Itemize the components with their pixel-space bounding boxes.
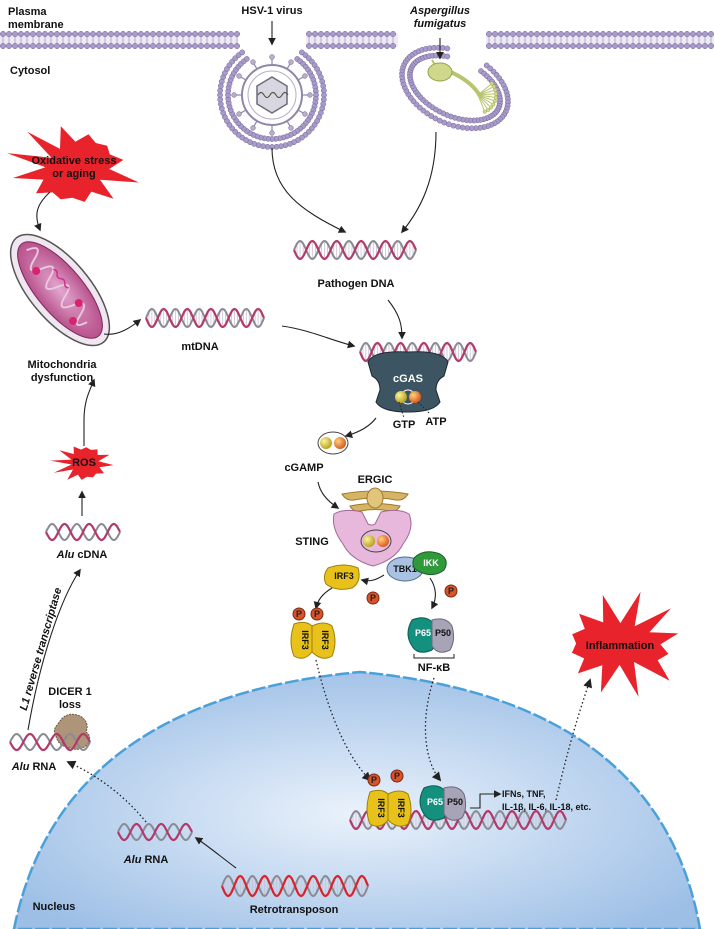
mtdna-to-cgas-arrow: [281, 325, 356, 349]
ergic-compartment: [341, 487, 409, 512]
tbk1-to-irf3-arrow: [360, 574, 385, 586]
ros-label: ROS: [72, 457, 96, 469]
cgas-to-cgamp-arrow: [344, 417, 377, 439]
cytosol-label: Cytosol: [10, 65, 50, 77]
phosphate-label: P: [394, 771, 400, 781]
mito-to-mtdna-arrow: [103, 319, 142, 335]
atp-pointer: [417, 401, 431, 415]
gtp-pointer: [398, 401, 405, 419]
ikk-label: IKK: [423, 558, 439, 568]
cgamp-molecule: [317, 431, 349, 455]
alu-rna-strand-cytosol: [9, 732, 91, 752]
nfkb-complex-cytosol: P65 P50: [407, 617, 455, 659]
irf3-label-sting: IRF3: [334, 571, 354, 581]
irf3-phosphorylation-arrow: [313, 587, 333, 610]
phosphate-label: P: [371, 775, 377, 785]
alu-rna-label-cytosol-italic: Alu: [11, 761, 30, 773]
sting-label: STING: [295, 536, 329, 548]
inflammation-burst: Inflammation: [571, 591, 679, 697]
ros-to-mito-arrow: [83, 378, 96, 446]
mitochondrion-icon: [9, 233, 111, 347]
alu-rna-label-nucleus: Alu RNA: [123, 854, 169, 866]
tbk1-label: TBK1: [393, 564, 417, 574]
alu-cdna-label-italic: Alu: [56, 549, 75, 561]
aspergillus-conidiophore-icon: [427, 59, 498, 114]
retrotransposon-transcription-arrow: [194, 837, 237, 869]
mtdna-helix: [144, 307, 266, 329]
pathogen-dna-label: Pathogen DNA: [318, 278, 395, 290]
hsv1-to-dna-arrow: [271, 147, 347, 233]
nucleus-label: Nucleus: [33, 901, 76, 913]
dicer1-protein: [53, 713, 91, 750]
alu-cdna-label: Alu cDNA: [56, 549, 108, 561]
stress-to-mito-arrow: [34, 191, 51, 232]
phosphate-free-2: P: [444, 584, 458, 598]
hsv1-label: HSV-1 virus: [241, 5, 302, 17]
irf3-label-dimer-b: IRF3: [320, 630, 330, 650]
irf3-dimer-cytosol: IRF3 IRF3 P P: [290, 607, 336, 659]
plasma-membrane: [0, 31, 714, 49]
irf3-protein-sting: IRF3: [323, 564, 360, 590]
irf3-dimer-nucleus: IRF3 IRF3 P P: [366, 769, 412, 827]
irf3-label-dimer-a: IRF3: [300, 630, 310, 650]
atp-label: ATP: [425, 416, 446, 428]
atp-molecule: [409, 391, 421, 403]
gtp-molecule: [395, 391, 407, 403]
irf3-label-nucleus-a: IRF3: [376, 798, 386, 818]
p50-label-nucleus: P50: [447, 797, 463, 807]
l1-reverse-transcription-arrow: [27, 568, 81, 731]
ros-burst: ROS: [50, 446, 114, 480]
alu-rna-strand-nucleus: [117, 822, 193, 842]
alu-rna-label-nucleus-italic: Alu: [123, 854, 142, 866]
mtdna-label: mtDNA: [181, 341, 218, 353]
transcription-start-arrow: [470, 790, 502, 809]
alu-rna-label-nucleus-rest: RNA: [141, 854, 168, 866]
phosphate-label: P: [296, 609, 302, 619]
nfkb-label: NF-κB: [418, 662, 450, 674]
p50-label-cytosol: P50: [435, 628, 451, 638]
ergic-label: ERGIC: [358, 474, 393, 486]
hsv1-virion: [231, 54, 313, 136]
phosphate-free-1: P: [366, 591, 380, 605]
ikk-to-nfkb-arrow: [429, 577, 439, 610]
retrotransposon-dna: [220, 874, 370, 898]
aspergillus-endocytic-vesicle: [399, 44, 511, 132]
pathogen-dna-helix: [292, 239, 418, 261]
ikk-protein: IKK: [412, 551, 447, 576]
alu-cdna-strand: [45, 522, 121, 542]
phosphate-label: P: [370, 593, 376, 603]
gtp-label: GTP: [393, 419, 416, 431]
alu-cdna-label-rest: cDNA: [74, 549, 107, 561]
irf3-label-nucleus-b: IRF3: [396, 798, 406, 818]
sting-dimer: [332, 509, 412, 567]
nfkb-complex-nucleus: P65 P50: [419, 785, 467, 821]
cgamp-label: cGAMP: [284, 462, 323, 474]
cytokines-label: IFNs, TNF,IL-1β, IL-6, IL-18, etc.: [502, 789, 591, 812]
retrotransposon-label: Retrotransposon: [250, 904, 339, 916]
cgamp-to-sting-arrow: [317, 481, 340, 509]
phosphate-label: P: [448, 586, 454, 596]
alu-rna-label-cytosol-rest: RNA: [29, 761, 56, 773]
inflammation-label: Inflammation: [586, 640, 655, 652]
nfkb-nuclear-translocation-arrow: [424, 677, 442, 782]
p65-label-nucleus: P65: [427, 797, 443, 807]
p65-label-cytosol: P65: [415, 628, 431, 638]
alu-rna-label-cytosol: Alu RNA: [11, 761, 57, 773]
cgas-label: cGAS: [393, 373, 423, 385]
nucleus: [12, 670, 702, 929]
cgas-enzyme: cGAS: [367, 351, 449, 413]
phosphate-label: P: [314, 609, 320, 619]
alu-rna-nuclear-export-arrow: [66, 760, 147, 823]
hsv1-endocytic-vesicle: [217, 49, 327, 150]
aspergillus-to-dna-arrow: [401, 131, 437, 234]
pathogen-dna-to-cgas-arrow: [387, 299, 406, 340]
